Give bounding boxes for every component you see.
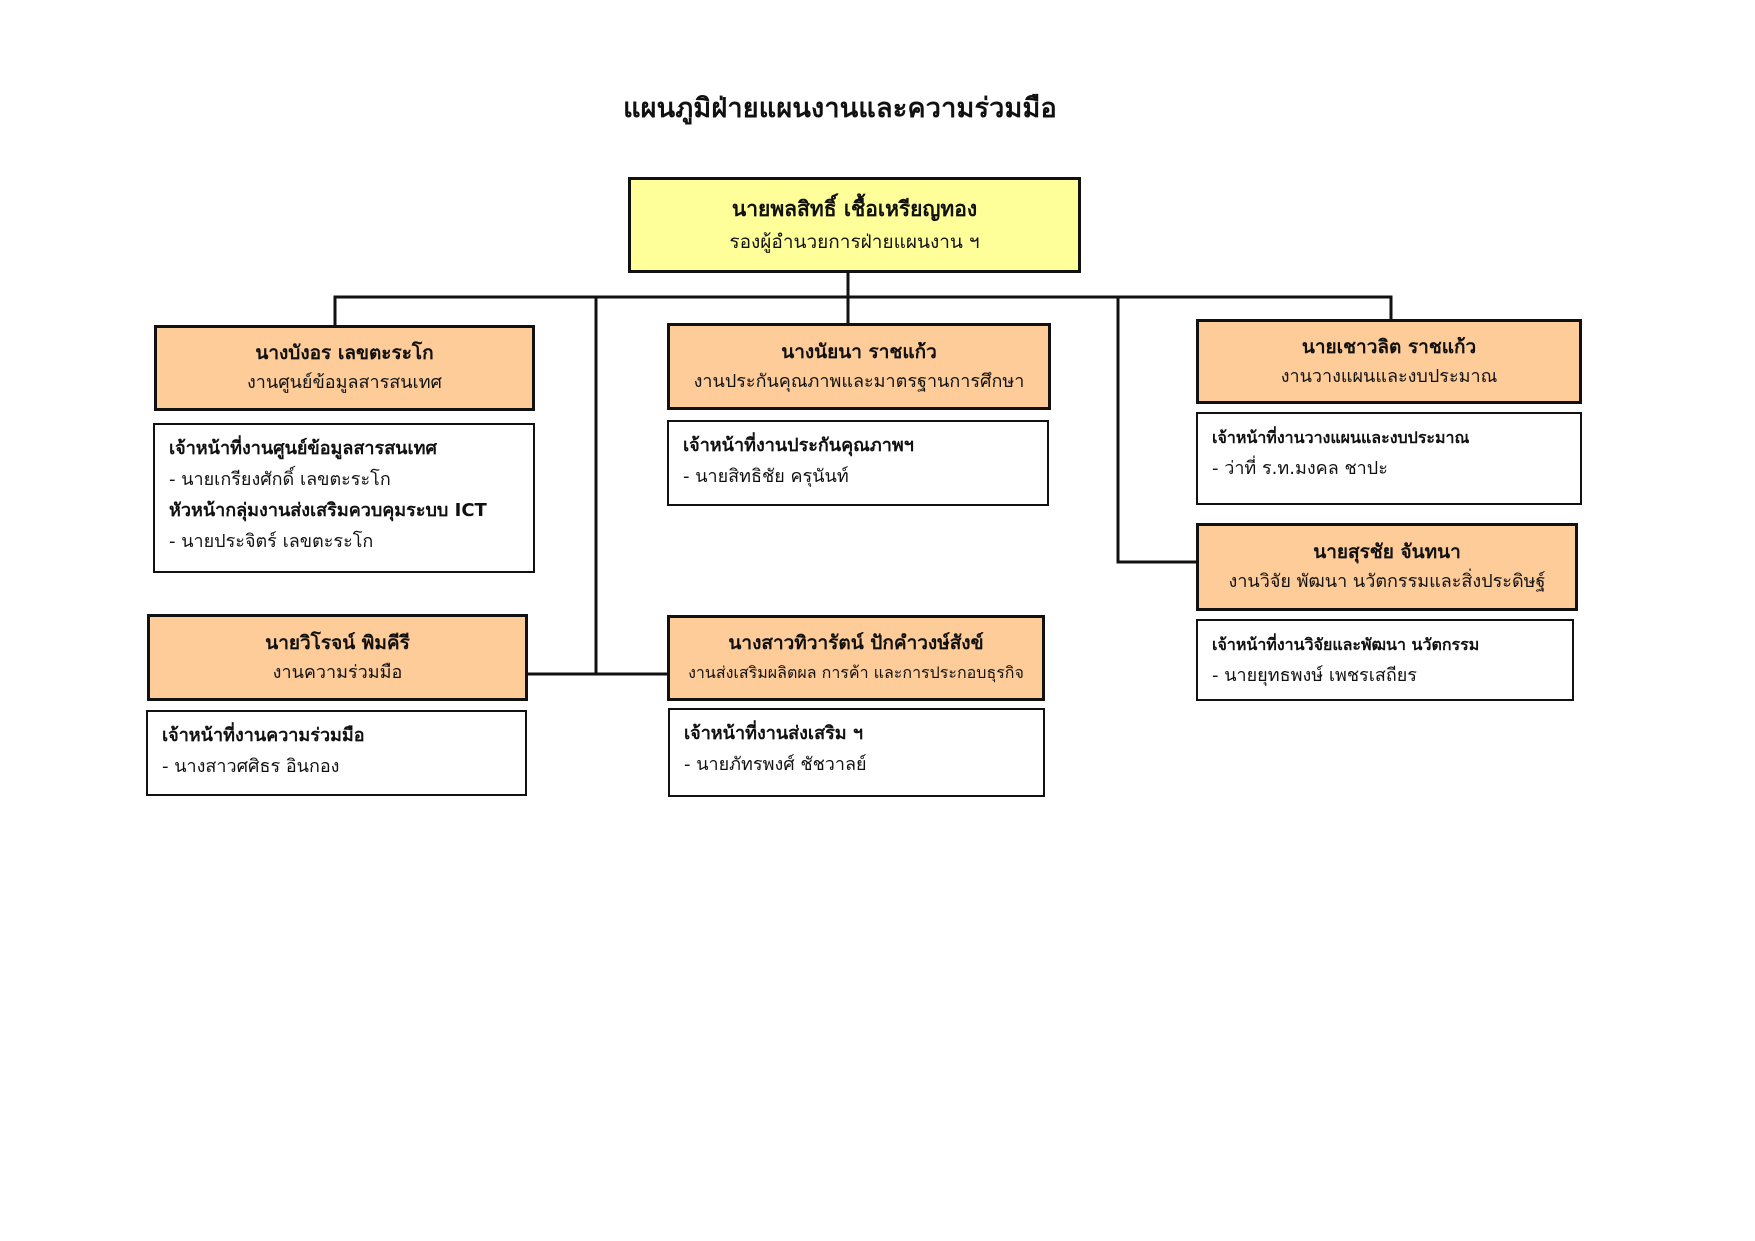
staff-title: เจ้าหน้าที่งานวางแผนและงบประมาณ [1212, 428, 1470, 447]
staff-title: เจ้าหน้าที่งานส่งเสริม ฯ [684, 723, 863, 744]
head-name: นายพลสิทธิ์ เชื้อเหรียญทอง [731, 197, 978, 221]
staff-title: เจ้าหน้าที่งานวิจัยและพัฒนา นวัตกรรม [1212, 635, 1480, 654]
head-role: รองผู้อำนวยการฝ่ายแผนงาน ฯ [729, 231, 980, 253]
staff-title: เจ้าหน้าที่งานประกันคุณภาพฯ [683, 435, 914, 456]
unit-quality-role: งานประกันคุณภาพและมาตรฐานการศึกษา [693, 370, 1025, 392]
unit-info-center: นางบังอร เลขตะระโก งานศูนย์ข้อมูลสารสนเท… [154, 325, 535, 411]
staff-title: เจ้าหน้าที่งานความร่วมมือ [162, 725, 365, 746]
staff-person: - นายยุทธพงษ์ เพชรเสถียร [1212, 665, 1417, 686]
unit-info-center-role: งานศูนย์ข้อมูลสารสนเทศ [247, 372, 442, 393]
unit-planning-name: นายเชาวลิต ราชแก้ว [1301, 335, 1477, 358]
staff-box-business: เจ้าหน้าที่งานส่งเสริม ฯ - นายภัทรพงศ์ ช… [668, 708, 1045, 797]
unit-planning: นายเชาวลิต ราชแก้ว งานวางแผนและงบประมาณ [1196, 319, 1582, 404]
unit-research: นายสุรชัย จันทนา งานวิจัย พัฒนา นวัตกรรม… [1196, 523, 1578, 611]
staff-person: - นายสิทธิชัย ครุนันท์ [683, 466, 849, 487]
staff-person: - นายประจิตร์ เลขตะระโก [169, 531, 374, 552]
staff-title: หัวหน้ากลุ่มงานส่งเสริมควบคุมระบบ ICT [169, 500, 487, 521]
staff-person: - ว่าที่ ร.ท.มงคล ชาปะ [1212, 458, 1388, 479]
staff-box-planning: เจ้าหน้าที่งานวางแผนและงบประมาณ - ว่าที่… [1196, 412, 1582, 505]
staff-title: เจ้าหน้าที่งานศูนย์ข้อมูลสารสนเทศ [169, 438, 437, 459]
unit-info-center-name: นางบังอร เลขตะระโก [255, 342, 434, 364]
unit-cooperation: นายวิโรจน์ พิมคีรี งานความร่วมมือ [147, 614, 528, 701]
unit-quality-name: นางนัยนา ราชแก้ว [781, 340, 937, 363]
staff-person: - นายภัทรพงศ์ ชัชวาลย์ [684, 754, 867, 775]
staff-person: - นางสาวศศิธร อินกอง [162, 756, 340, 777]
staff-box-cooperation: เจ้าหน้าที่งานความร่วมมือ - นางสาวศศิธร … [146, 710, 527, 796]
unit-quality: นางนัยนา ราชแก้ว งานประกันคุณภาพและมาตรฐ… [667, 323, 1051, 410]
unit-planning-role: งานวางแผนและงบประมาณ [1280, 365, 1498, 387]
unit-research-name: นายสุรชัย จันทนา [1313, 541, 1461, 563]
staff-box-info-center: เจ้าหน้าที่งานศูนย์ข้อมูลสารสนเทศ - นายเ… [153, 423, 535, 573]
unit-cooperation-name: นายวิโรจน์ พิมคีรี [265, 631, 410, 654]
unit-business-role: งานส่งเสริมผลิตผล การค้า และการประกอบธุร… [688, 663, 1024, 682]
staff-person: - นายเกรียงศักดิ์ เลขตะระโก [169, 469, 391, 490]
unit-research-role: งานวิจัย พัฒนา นวัตกรรมและสิ่งประดิษฐ์ [1228, 571, 1546, 592]
unit-cooperation-role: งานความร่วมมือ [272, 661, 403, 683]
head-node: นายพลสิทธิ์ เชื้อเหรียญทอง รองผู้อำนวยกา… [628, 177, 1081, 273]
unit-business: นางสาวทิวารัตน์ ปักคำวงษ์สังข์ งานส่งเสร… [667, 615, 1045, 701]
page-title: แผนภูมิฝ่ายแผนงานและความร่วมมือ [623, 93, 1057, 124]
unit-business-name: นางสาวทิวารัตน์ ปักคำวงษ์สังข์ [728, 632, 984, 654]
staff-box-research: เจ้าหน้าที่งานวิจัยและพัฒนา นวัตกรรม - น… [1196, 619, 1574, 701]
staff-box-quality: เจ้าหน้าที่งานประกันคุณภาพฯ - นายสิทธิชั… [667, 420, 1049, 506]
